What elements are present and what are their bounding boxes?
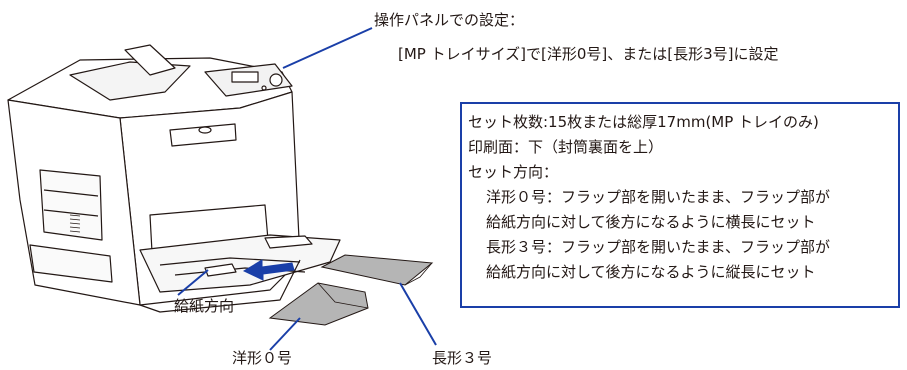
envelope-yo0-shape [268, 282, 369, 326]
naga3-instruction-line2: 給紙方向に対して後方になるように縦長にセット [486, 263, 816, 281]
panel-leader-line [282, 27, 373, 69]
feed-leader-line [177, 269, 209, 296]
envelope-yo0-label: 洋形０号 [232, 349, 293, 367]
naga3-instruction-line1: 長形３号：フラップ部を開いたまま、フラップ部が [486, 238, 830, 256]
envelope-naga3-label: 長形３号 [432, 349, 493, 367]
print-side-line: 印刷面：下（封筒裏面を上） [468, 138, 664, 156]
panel-settings-detail: [MP トレイサイズ]で[洋形0号]、または[長形3号]に設定 [398, 45, 779, 63]
printer-illustration [7, 44, 341, 313]
envelope-naga3-shape [320, 254, 434, 286]
set-count-line: セット枚数:15枚または総厚17mm(MP トレイのみ) [468, 113, 819, 131]
naga3-leader-line [399, 282, 437, 346]
envelope-info-box: セット枚数:15枚または総厚17mm(MP トレイのみ) 印刷面：下（封筒裏面を… [460, 102, 900, 308]
feed-arrow-icon [242, 259, 295, 281]
set-direction-line: セット方向： [468, 163, 559, 181]
panel-settings-title: 操作パネルでの設定： [374, 11, 525, 29]
yo0-instruction-line1: 洋形０号：フラップ部を開いたまま、フラップ部が [486, 188, 830, 206]
yo0-leader-line [269, 317, 301, 351]
feed-direction-label: 給紙方向 [174, 297, 235, 315]
yo0-instruction-line2: 給紙方向に対して後方になるように横長にセット [486, 213, 816, 231]
